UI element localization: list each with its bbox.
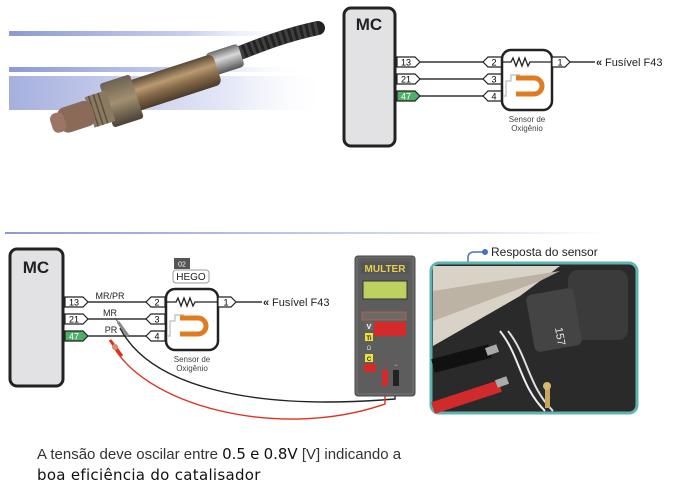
mc-label: MC bbox=[356, 15, 382, 34]
sensor-label-line1: Sensor de bbox=[174, 355, 211, 364]
zirconia-element-icon bbox=[516, 75, 545, 97]
wire-label: MR/PR bbox=[96, 291, 126, 301]
caption-line2: boa eficiência do catalisador bbox=[37, 466, 261, 484]
svg-text:47: 47 bbox=[401, 92, 411, 102]
caption-text: [V] indicando a bbox=[301, 446, 402, 463]
wire-label: PR bbox=[105, 325, 118, 335]
ti-button[interactable] bbox=[365, 333, 373, 341]
decor-band bbox=[9, 67, 309, 72]
svg-text:1: 1 bbox=[557, 58, 562, 68]
sensor-pin: 2 bbox=[482, 56, 503, 68]
ohm-button[interactable]: Ω bbox=[367, 346, 372, 352]
plus-terminal: + bbox=[383, 363, 387, 369]
fuse-label: Fusível F43 bbox=[272, 297, 329, 309]
fuse-connector-icon: « bbox=[596, 57, 602, 69]
svg-text:2: 2 bbox=[491, 58, 496, 68]
voltage-max: 0.8V bbox=[263, 445, 298, 463]
heater-resistor-icon bbox=[503, 56, 551, 68]
voltage-min: 0.5 bbox=[222, 445, 246, 463]
svg-text:21: 21 bbox=[69, 315, 79, 325]
black-plug bbox=[393, 370, 399, 386]
svg-text:2: 2 bbox=[154, 298, 159, 308]
sensor-pin: 4 bbox=[482, 90, 503, 102]
mc-pin: 13 bbox=[64, 296, 89, 308]
red-probe-lead bbox=[109, 339, 386, 420]
sensor-label-line1: Sensor de bbox=[509, 115, 546, 124]
sensor-pin: 3 bbox=[482, 73, 503, 85]
wire-label: MR bbox=[103, 308, 117, 318]
measurement-caption: A tensão deve oscilar entre 0.5 e 0.8V [… bbox=[37, 444, 457, 485]
callout-connector bbox=[467, 251, 484, 264]
oxygen-sensor-photo bbox=[9, 21, 329, 133]
caption-line1: A tensão deve oscilar entre 0.5 e 0.8V [… bbox=[37, 444, 457, 465]
mc-pin: 13 bbox=[396, 56, 421, 68]
minus-terminal: − bbox=[394, 363, 398, 369]
svg-text:V: V bbox=[367, 324, 372, 331]
svg-text:21: 21 bbox=[401, 75, 411, 85]
volt-button[interactable] bbox=[365, 322, 373, 330]
multimeter-brand: MULTER bbox=[365, 264, 407, 275]
sensor-label-line2: Oxigênio bbox=[511, 124, 543, 133]
mc-module bbox=[8, 247, 65, 388]
svg-text:Ti: Ti bbox=[366, 336, 372, 342]
svg-text:C: C bbox=[367, 357, 372, 363]
red-probe-tip bbox=[108, 339, 124, 357]
svg-text:3: 3 bbox=[491, 75, 496, 85]
multimeter-display bbox=[362, 280, 408, 300]
heater-resistor-icon bbox=[167, 296, 217, 308]
callout-title: Resposta do sensor bbox=[491, 245, 598, 259]
fuse-connector-icon: « bbox=[263, 297, 269, 309]
fuse-label: Fusível F43 bbox=[605, 57, 662, 69]
sensor-code: 02 bbox=[178, 262, 186, 269]
section-divider bbox=[5, 232, 605, 234]
red-plug bbox=[382, 370, 388, 386]
sensor-type: HEGO bbox=[176, 272, 206, 283]
svg-text:13: 13 bbox=[69, 298, 79, 308]
svg-text:13: 13 bbox=[401, 58, 411, 68]
black-probe-lead bbox=[119, 327, 396, 403]
svg-text:4: 4 bbox=[491, 92, 496, 102]
output-pin: 1 bbox=[217, 296, 237, 308]
mc-pin: 21 bbox=[64, 313, 89, 325]
svg-text:3: 3 bbox=[154, 315, 159, 325]
mc-label: MC bbox=[23, 258, 49, 277]
sensor-connector-photo: 157 bbox=[429, 261, 639, 415]
sensor-pin: 2 bbox=[145, 296, 166, 308]
sensor-code-badge bbox=[174, 258, 190, 269]
output-pin: 1 bbox=[551, 56, 571, 68]
zirconia-element-icon bbox=[180, 315, 209, 337]
c-button[interactable] bbox=[365, 354, 373, 362]
svg-text:47: 47 bbox=[69, 332, 79, 342]
connector-marking: 157 bbox=[552, 326, 567, 346]
top-wiring-diagram: MC 13 21 47 2 3 4 1 « Fusível F43 Sensor bbox=[342, 6, 662, 148]
mc-pin: 21 bbox=[396, 73, 421, 85]
mc-pin-green: 47 bbox=[396, 90, 421, 102]
sensor-pin: 3 bbox=[145, 313, 166, 325]
multimeter: MULTER V Ti Ω C + − bbox=[354, 255, 416, 397]
mc-pin-green: 47 bbox=[64, 330, 89, 342]
black-probe-tip bbox=[114, 317, 130, 337]
bottom-measurement-diagram: MC 13 21 47 MR/PR MR PR 2 3 4 02 HEGO 1 bbox=[8, 245, 639, 420]
svg-text:1: 1 bbox=[223, 298, 228, 308]
decor-band bbox=[9, 31, 309, 36]
mc-module bbox=[342, 6, 397, 148]
caption-conjunction: e bbox=[250, 445, 260, 463]
sensor-label-line2: Oxigênio bbox=[176, 364, 208, 373]
sensor-pin: 4 bbox=[145, 330, 166, 342]
caption-text: A tensão deve oscilar entre bbox=[37, 446, 223, 463]
sensor-type-badge bbox=[172, 269, 210, 284]
svg-text:4: 4 bbox=[154, 332, 159, 342]
callout-dot-icon bbox=[482, 249, 488, 255]
